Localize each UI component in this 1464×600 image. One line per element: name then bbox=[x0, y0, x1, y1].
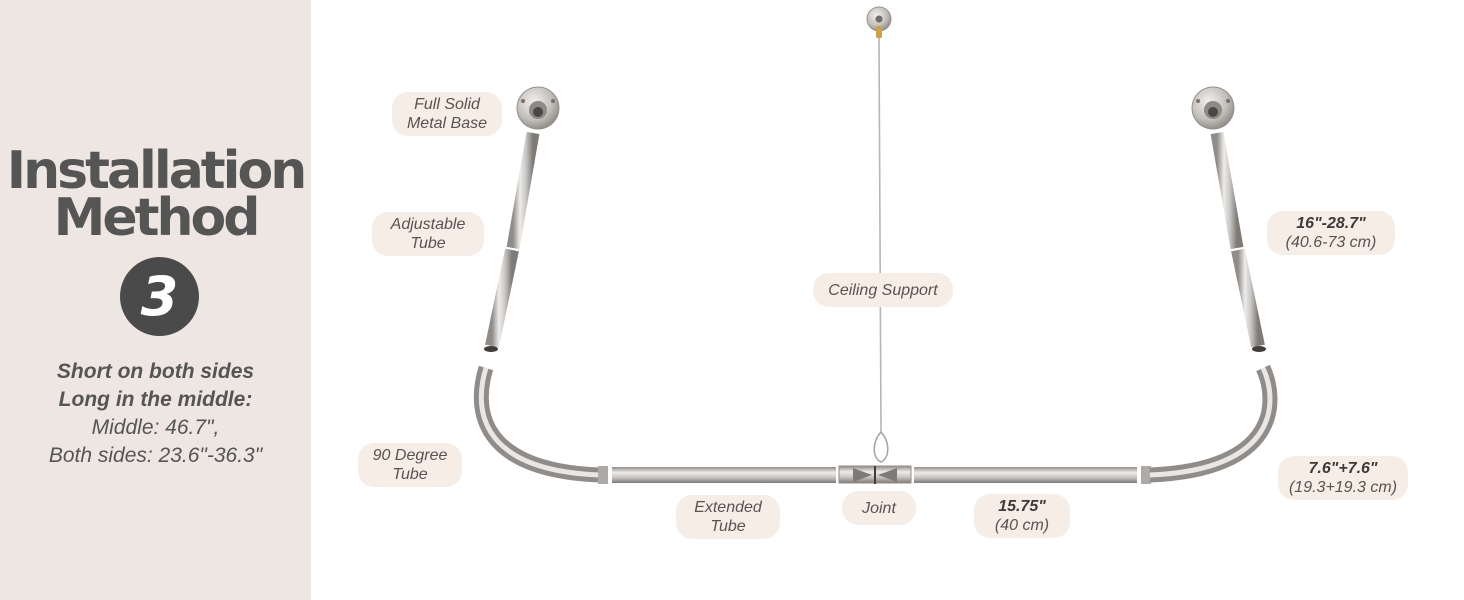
ceiling-mount-screw bbox=[875, 15, 883, 23]
label-side-length: 16"-28.7" (40.6-73 cm) bbox=[1267, 211, 1395, 255]
ceiling-support bbox=[866, 6, 892, 463]
desc-line-1: Short on both sides bbox=[56, 360, 255, 383]
right-assembly bbox=[914, 86, 1278, 484]
right-adjustable-tube-lower bbox=[1231, 248, 1265, 348]
right-adjustable-tube-upper bbox=[1210, 131, 1244, 250]
left-90-degree-tube bbox=[473, 365, 601, 483]
desc-line-3: Middle: 46.7", bbox=[91, 416, 220, 439]
left-extended-tube bbox=[612, 467, 836, 483]
left-assembly bbox=[473, 86, 836, 484]
label-ceiling-support: Ceiling Support bbox=[813, 273, 953, 307]
left-adjustable-tube-upper bbox=[506, 131, 540, 250]
title-line-2: Method bbox=[53, 188, 261, 248]
desc-line-2: Long in the middle: bbox=[58, 388, 253, 411]
label-full-solid-metal-base: Full Solid Metal Base bbox=[392, 92, 502, 136]
left-adjustable-tube-lower bbox=[485, 248, 519, 348]
label-extended-tube: Extended Tube bbox=[676, 495, 780, 539]
right-extended-tube bbox=[914, 467, 1137, 483]
label-90-degree-tube: 90 Degree Tube bbox=[358, 443, 462, 487]
sidebar-panel: Installation Method 3 Short on both side… bbox=[0, 0, 311, 600]
right-90-degree-tube bbox=[1149, 364, 1278, 483]
label-adjustable-tube: Adjustable Tube bbox=[372, 212, 484, 256]
label-joint: Joint bbox=[842, 491, 916, 525]
ceiling-cable bbox=[878, 37, 882, 433]
ceiling-mount-brass bbox=[876, 26, 882, 38]
desc-line-4: Both sides: 23.6"-36.3" bbox=[48, 444, 263, 467]
joint bbox=[838, 465, 912, 484]
title-line-1: Installation bbox=[6, 141, 307, 201]
label-middle-length: 15.75" (40 cm) bbox=[974, 494, 1070, 538]
cable-loop bbox=[873, 430, 889, 463]
step-number-badge: 3 bbox=[120, 257, 199, 336]
label-corner-length: 7.6"+7.6" (19.3+19.3 cm) bbox=[1278, 456, 1408, 500]
